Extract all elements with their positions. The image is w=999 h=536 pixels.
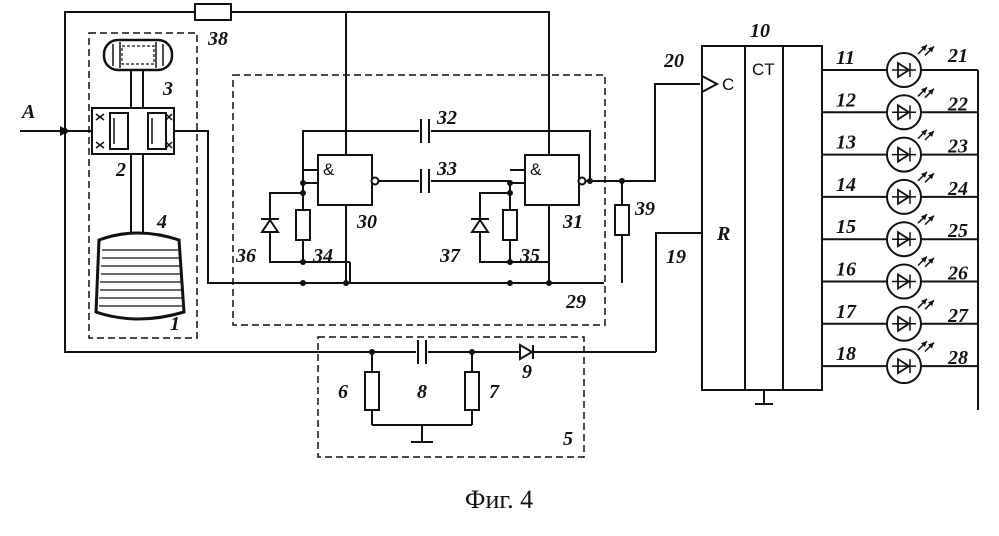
figure-caption: Фиг. 4 xyxy=(465,485,533,514)
output-label-11: 11 xyxy=(836,47,855,69)
label-10: 10 xyxy=(750,20,770,42)
outputs-layer: 11 21 12 22 13 23 14 24 15 25 16 26 17 27 18 28 xyxy=(822,45,978,383)
led-label-28: 28 xyxy=(947,347,968,369)
resistor-6 xyxy=(365,372,379,410)
output-label-13: 13 xyxy=(836,132,856,154)
wire-top-bus xyxy=(231,12,549,165)
gate-30-inverter-bubble xyxy=(372,178,379,185)
label-8: 8 xyxy=(417,381,427,403)
led-label-26: 26 xyxy=(947,263,968,285)
label-38: 38 xyxy=(207,28,228,50)
label-36: 36 xyxy=(235,245,256,267)
label-4: 4 xyxy=(156,211,167,233)
resistor-35 xyxy=(503,210,517,240)
diode-36 xyxy=(261,219,279,232)
diode-9 xyxy=(520,345,533,359)
gate-31-symbol: & xyxy=(530,160,542,179)
output-label-15: 15 xyxy=(836,216,856,238)
label-2: 2 xyxy=(115,159,126,181)
counter-mark: CT xyxy=(752,60,775,79)
label-33: 33 xyxy=(436,158,457,180)
label-6: 6 xyxy=(338,381,348,403)
label-37: 37 xyxy=(439,245,461,267)
output-label-12: 12 xyxy=(836,89,856,111)
output-label-17: 17 xyxy=(836,301,857,323)
resistor-34 xyxy=(296,210,310,240)
label-35: 35 xyxy=(519,245,540,267)
label-30: 30 xyxy=(356,211,377,233)
led-label-22: 22 xyxy=(947,93,968,115)
output-label-14: 14 xyxy=(836,174,856,196)
output-label-16: 16 xyxy=(836,259,856,281)
resistor-38 xyxy=(195,4,231,20)
led-label-27: 27 xyxy=(947,305,969,327)
label-3: 3 xyxy=(162,78,173,100)
gate-31-inverter-bubble xyxy=(579,178,586,185)
label-7: 7 xyxy=(489,381,500,403)
label-34: 34 xyxy=(312,245,333,267)
reset-pin-label: R xyxy=(716,223,730,245)
capacitor-8 xyxy=(416,340,428,364)
label-input-a: A xyxy=(20,101,35,123)
label-29: 29 xyxy=(565,291,586,313)
counter-10 xyxy=(702,46,822,390)
label-1: 1 xyxy=(170,313,180,335)
label-31: 31 xyxy=(562,211,583,233)
label-39: 39 xyxy=(634,198,655,220)
label-20: 20 xyxy=(663,50,684,72)
label-9: 9 xyxy=(522,361,532,383)
diode-37 xyxy=(471,219,489,232)
reset-block xyxy=(318,337,584,457)
output-label-18: 18 xyxy=(836,343,856,365)
resistor-39 xyxy=(615,205,629,235)
led-label-24: 24 xyxy=(947,178,968,200)
clock-pin-label: C xyxy=(722,75,734,94)
capacitor-32 xyxy=(419,119,431,143)
label-5: 5 xyxy=(563,428,573,450)
label-19: 19 xyxy=(666,246,686,268)
led-label-21: 21 xyxy=(947,45,968,67)
gate-30-symbol: & xyxy=(323,160,335,179)
label-32: 32 xyxy=(436,107,457,129)
wire-clock xyxy=(585,84,700,181)
led-label-25: 25 xyxy=(947,220,968,242)
resistor-7 xyxy=(465,372,479,410)
led-label-23: 23 xyxy=(947,136,968,158)
capacitor-33 xyxy=(419,169,431,193)
